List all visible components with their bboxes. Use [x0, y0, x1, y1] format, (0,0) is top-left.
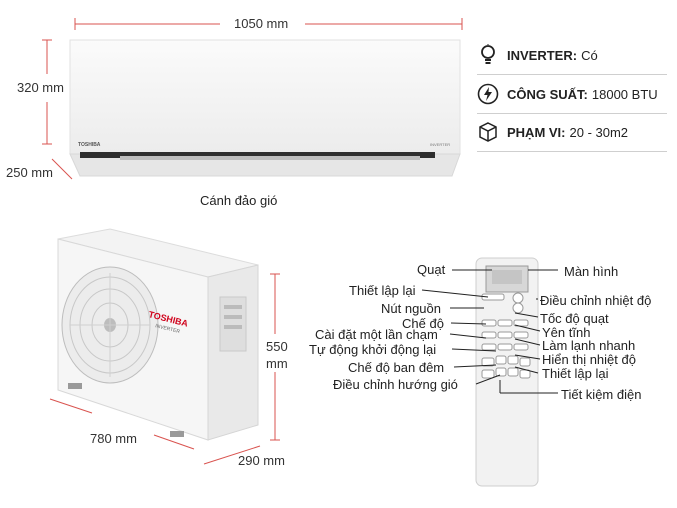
outdoor-height-label-bottom: mm [266, 356, 288, 371]
svg-text:INVERTER: INVERTER [430, 142, 450, 147]
remote-label-temp-display: Hiển thị nhiệt độ [542, 352, 636, 367]
remote-control [475, 257, 539, 487]
indoor-depth-label: 250 mm [6, 165, 53, 180]
remote-label-quiet: Yên tĩnh [542, 325, 591, 340]
outdoor-depth-dimension [203, 445, 261, 465]
outdoor-unit-body: TOSHIBA INVERTER [57, 228, 259, 441]
remote-label-hi-power: Làm lạnh nhanh [542, 338, 636, 353]
remote-label-one-touch: Cài đặt một lần chạm [315, 327, 438, 342]
lightbulb-icon [477, 44, 499, 66]
remote-label-swing: Điều chỉnh hướng gió [333, 377, 458, 392]
spec-label: INVERTER: [507, 47, 578, 63]
spec-label: PHẠM VI: [507, 124, 566, 140]
louver-label: Cánh đảo gió [200, 193, 278, 208]
indoor-width-label: 1050 mm [234, 16, 289, 31]
spec-value: 20 - 30m2 [569, 124, 629, 140]
remote-label-temp: Điều chỉnh nhiệt độ [540, 293, 652, 308]
remote-label-reset: Thiết lập lại [349, 283, 416, 298]
spec-row-inverter: INVERTER: Có [477, 36, 667, 75]
outdoor-width-label: 780 mm [90, 431, 137, 446]
lightning-icon [477, 83, 499, 105]
cube-icon [477, 121, 499, 143]
remote-label-power: Nút nguồn [381, 301, 441, 316]
indoor-height-label: 320 mm [17, 80, 64, 95]
spec-row-capacity: CÔNG SUẤT: 18000 BTU [477, 75, 667, 114]
spec-value: Có [581, 47, 598, 63]
remote-label-fan: Quạt [417, 262, 446, 277]
remote-callout-lines [421, 269, 558, 394]
indoor-brand-logo: TOSHIBA [78, 142, 101, 148]
indoor-unit-body: TOSHIBA INVERTER [69, 39, 461, 177]
indoor-width-dimension [74, 18, 463, 30]
remote-label-eco: Tiết kiệm điện [561, 387, 642, 402]
outdoor-height-dimension [270, 273, 280, 441]
outdoor-height-label-top: 550 [266, 339, 288, 354]
remote-label-reset-right: Thiết lập lại [542, 366, 609, 381]
remote-label-display: Màn hình [564, 264, 619, 279]
indoor-depth-dimension [51, 158, 73, 180]
outdoor-depth-label: 290 mm [238, 453, 285, 468]
outdoor-width-dimension [49, 398, 195, 450]
spec-row-range: PHẠM VI: 20 - 30m2 [477, 113, 667, 152]
spec-label: CÔNG SUẤT: [507, 86, 588, 102]
spec-value: 18000 BTU [591, 86, 658, 102]
remote-label-mode: Chế độ [402, 316, 444, 331]
remote-label-night-mode: Chế độ ban đêm [348, 360, 445, 375]
remote-label-fan-speed: Tốc độ quạt [540, 311, 609, 326]
remote-label-auto-restart: Tự động khởi động lại [309, 342, 437, 357]
indoor-height-dimension [42, 39, 52, 145]
